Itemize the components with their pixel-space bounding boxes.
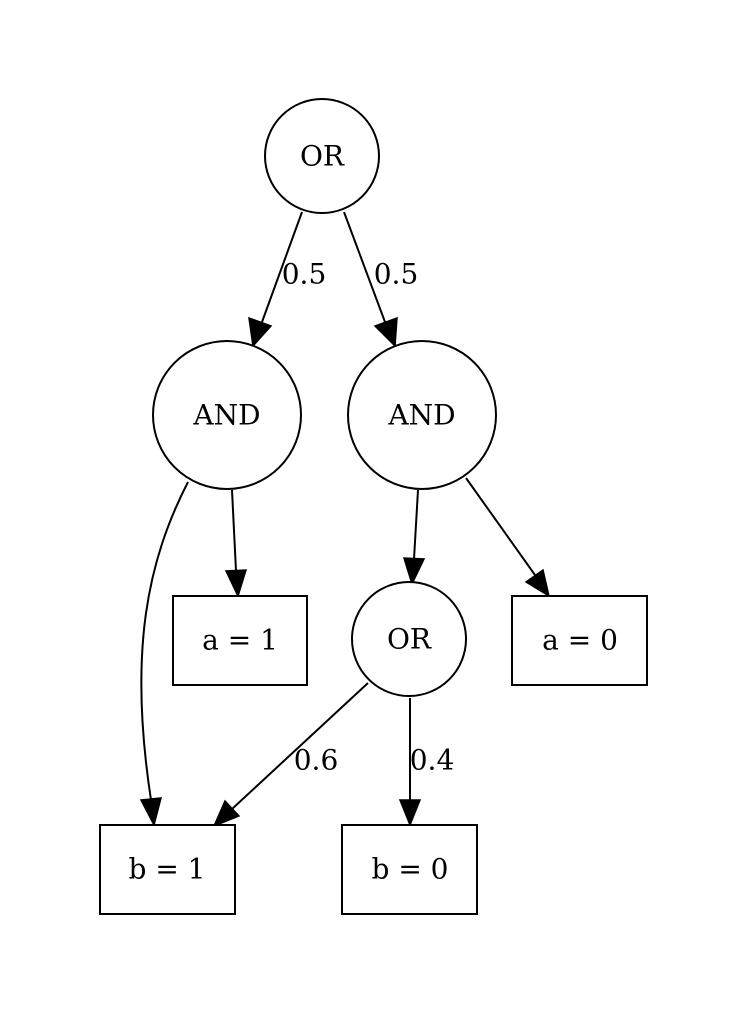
node-label: AND: [192, 399, 260, 432]
node-label: a = 1: [202, 624, 278, 657]
arrowhead: [402, 557, 426, 587]
node-label: AND: [387, 399, 455, 432]
arrowhead: [524, 568, 551, 598]
node-and-left: AND: [152, 340, 302, 490]
edge-and-left-to-a1: [224, 489, 248, 599]
edge-and-left-to-b1: [139, 481, 189, 828]
node-label: OR: [300, 140, 345, 173]
node-or-mid: OR: [351, 581, 467, 697]
arrowhead: [398, 799, 422, 828]
node-label: a = 0: [542, 624, 618, 657]
node-a1: a = 1: [172, 595, 308, 686]
edge-label-or-mid-b1: 0.6: [294, 744, 339, 777]
edge-or-root-to-and-left: [248, 211, 303, 348]
node-a0: a = 0: [511, 595, 648, 686]
edge-or-mid-to-b1: [212, 682, 369, 828]
node-label: b = 1: [129, 853, 206, 886]
arrowhead: [212, 799, 241, 828]
arrowhead: [139, 797, 162, 828]
edge-or-mid-to-b0: [398, 698, 422, 828]
edge-label-or-root-and-left: 0.5: [282, 258, 327, 291]
edge-and-right-to-or-mid: [402, 489, 426, 587]
node-b1: b = 1: [99, 824, 236, 915]
arrowhead: [373, 316, 398, 348]
node-or-root: OR: [264, 98, 380, 214]
node-label: b = 0: [372, 853, 449, 886]
arrowhead: [248, 316, 273, 348]
arrowhead: [224, 569, 248, 599]
edge-label-or-root-and-right: 0.5: [374, 258, 419, 291]
node-label: OR: [387, 623, 432, 656]
edge-or-root-to-and-right: [343, 211, 398, 348]
node-and-right: AND: [347, 340, 497, 490]
edge-and-right-to-a0: [465, 477, 551, 598]
node-b0: b = 0: [341, 824, 478, 915]
edge-label-or-mid-b0: 0.4: [410, 744, 455, 777]
